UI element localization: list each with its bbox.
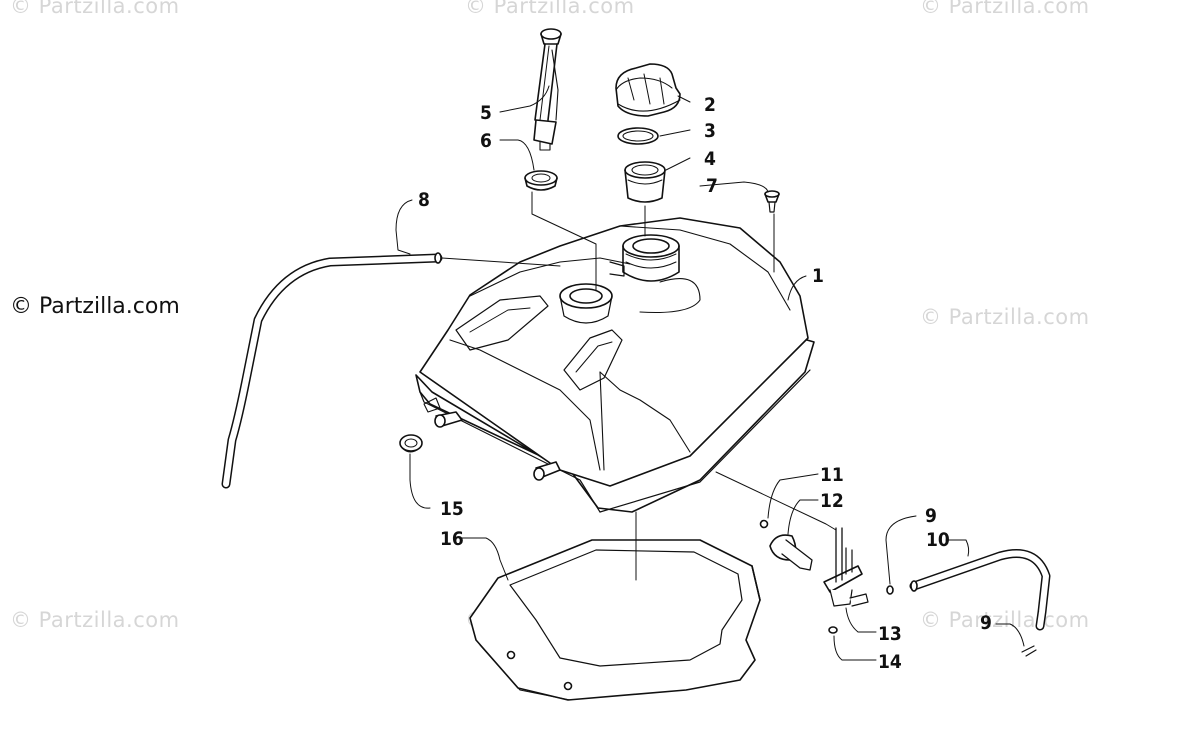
callout-10: 10	[926, 529, 950, 551]
callout-7: 7	[706, 175, 718, 197]
callout-15: 15	[440, 498, 464, 520]
plug-part	[399, 434, 423, 453]
fuel-cap-part	[615, 63, 681, 117]
watermark-copyright: © Partzilla.com	[10, 294, 180, 319]
watermark-faint: © Partzilla.com	[465, 0, 635, 18]
callout-13: 13	[878, 623, 902, 645]
vent-hose-part	[221, 252, 443, 489]
watermark-faint: © Partzilla.com	[920, 305, 1090, 329]
filler-neck-adapter-part	[624, 161, 666, 203]
callout-11: 11	[820, 464, 844, 486]
leader-lines	[395, 85, 1025, 661]
callout-14: 14	[878, 651, 902, 673]
callout-9-top: 9	[925, 505, 937, 527]
fuel-sender-part	[533, 28, 562, 151]
watermark-faint: © Partzilla.com	[10, 608, 180, 632]
callout-4: 4	[704, 148, 716, 170]
callout-16: 16	[440, 528, 464, 550]
fuel-valve-assembly	[759, 519, 869, 634]
callout-6: 6	[480, 130, 492, 152]
callout-9-bottom: 9	[980, 612, 992, 634]
alignment-lines	[441, 191, 837, 581]
screw-part	[764, 190, 780, 213]
watermark-faint: © Partzilla.com	[920, 608, 1090, 632]
fuel-tank-part	[415, 217, 815, 513]
sender-grommet-part	[524, 170, 558, 191]
watermark-faint: © Partzilla.com	[920, 0, 1090, 18]
fuel-hose-part	[886, 549, 1051, 657]
callout-2: 2	[704, 94, 716, 116]
watermark-faint: © Partzilla.com	[10, 0, 180, 18]
callout-1: 1	[812, 265, 824, 287]
callout-3: 3	[704, 120, 716, 142]
callout-8: 8	[418, 189, 430, 211]
callout-12: 12	[820, 490, 844, 512]
skid-plate-part	[469, 539, 761, 701]
o-ring-part	[617, 127, 659, 145]
callout-5: 5	[480, 102, 492, 124]
callout-labels: 1 2 3 4 5 6 7 8 9 9 10 11 12 13 14 15 16	[418, 94, 992, 673]
